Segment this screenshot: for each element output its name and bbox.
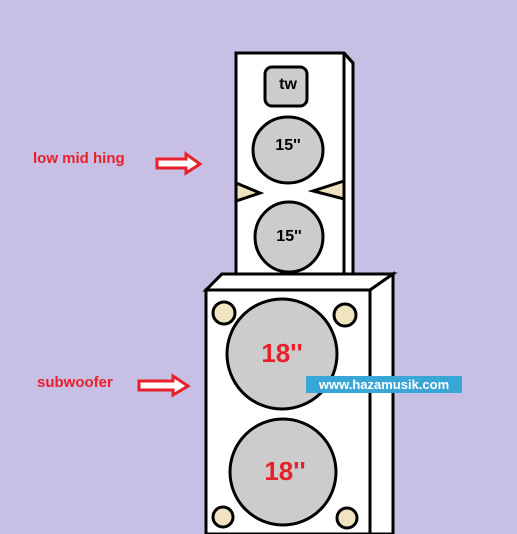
- bolt-top-left: [211, 300, 237, 326]
- low-mid-label: low mid hing: [33, 150, 125, 167]
- bolt-bottom-left: [211, 505, 235, 529]
- right-arrow-icon: [137, 373, 191, 398]
- sub-top-label: 18'': [261, 338, 303, 368]
- bolt-bottom-right: [335, 506, 359, 530]
- subwoofer-label: subwoofer: [37, 374, 113, 391]
- mid-driver-top: [251, 115, 325, 185]
- tweeter-driver: [263, 65, 309, 108]
- watermark: www.hazamusik.com: [306, 376, 462, 393]
- tweeter-label: tw: [279, 76, 297, 93]
- horn-left: [234, 180, 265, 204]
- mid-driver-bottom: [253, 200, 325, 274]
- sub-driver-bottom: [228, 417, 338, 527]
- sub-cabinet: [202, 271, 398, 534]
- right-arrow-icon: [155, 151, 203, 176]
- bolt-top-right: [332, 302, 358, 328]
- mid-bottom-label: 15'': [276, 228, 302, 245]
- top-cabinet: [234, 51, 355, 285]
- sub-bottom-label: 18'': [264, 456, 306, 486]
- horn-right: [307, 178, 346, 201]
- mid-top-label: 15'': [275, 137, 301, 154]
